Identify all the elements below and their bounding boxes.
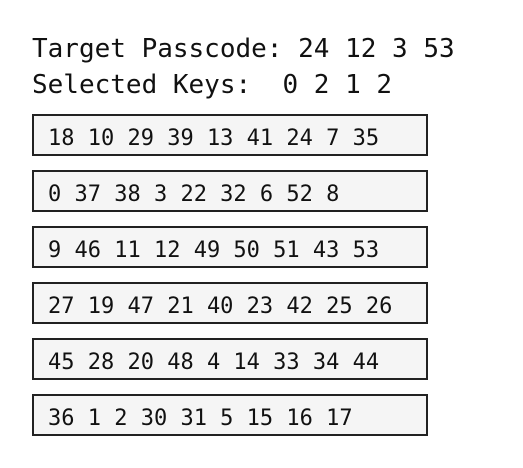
key-row-numbers: 0 37 38 3 22 32 6 52 8 [48, 182, 340, 207]
key-row-3[interactable]: 27 19 47 21 40 23 42 25 26 [32, 282, 428, 324]
key-row-4[interactable]: 45 28 20 48 4 14 33 34 44 [32, 338, 428, 380]
selected-keys-label: Selected Keys: [32, 70, 252, 100]
selected-keys-line: Selected Keys: 0 2 1 2 [32, 70, 392, 100]
selected-keys-value: 0 2 1 2 [282, 70, 393, 100]
target-passcode-line: Target Passcode: 24 12 3 53 [32, 34, 455, 64]
target-passcode-label: Target Passcode: [32, 34, 283, 64]
key-row-2[interactable]: 9 46 11 12 49 50 51 43 53 [32, 226, 428, 268]
key-row-numbers: 18 10 29 39 13 41 24 7 35 [48, 126, 380, 151]
key-row-numbers: 27 19 47 21 40 23 42 25 26 [48, 294, 393, 319]
key-row-numbers: 36 1 2 30 31 5 15 16 17 [48, 406, 353, 431]
target-passcode-value: 24 12 3 53 [298, 34, 455, 64]
key-row-numbers: 45 28 20 48 4 14 33 34 44 [48, 350, 380, 375]
key-row-1[interactable]: 0 37 38 3 22 32 6 52 8 [32, 170, 428, 212]
key-row-5[interactable]: 36 1 2 30 31 5 15 16 17 [32, 394, 428, 436]
key-rows-panel: 18 10 29 39 13 41 24 7 35 0 37 38 3 22 3… [32, 114, 428, 450]
key-row-numbers: 9 46 11 12 49 50 51 43 53 [48, 238, 380, 263]
key-row-0[interactable]: 18 10 29 39 13 41 24 7 35 [32, 114, 428, 156]
